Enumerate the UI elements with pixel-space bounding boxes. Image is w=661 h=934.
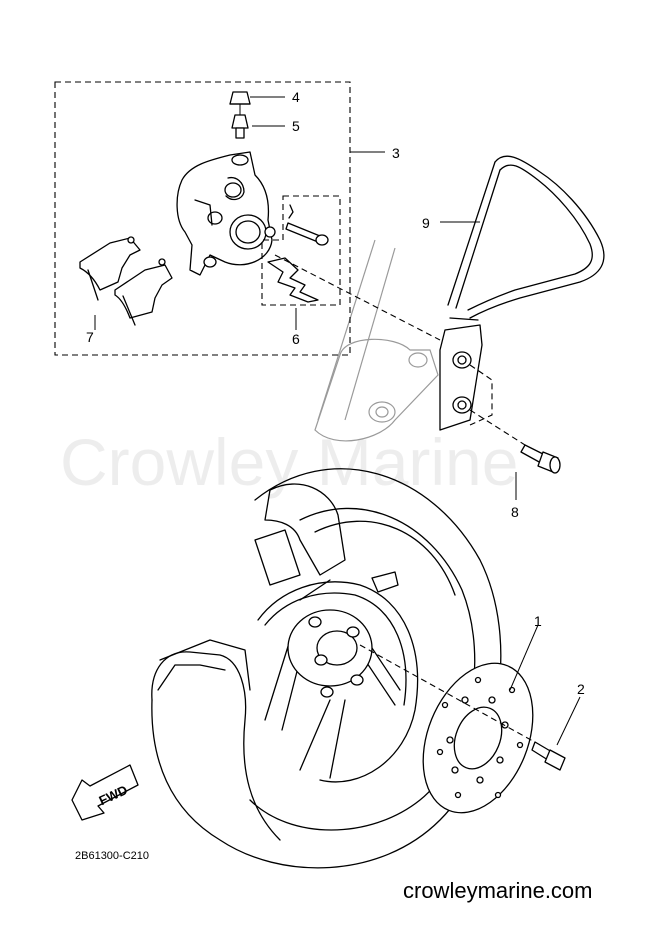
bracket-dash — [469, 364, 493, 426]
website-label: crowleymarine.com — [403, 878, 593, 903]
bleed-screw-cap — [229, 91, 251, 105]
disc-bolt — [531, 741, 566, 771]
brake-hose-guide — [439, 155, 605, 431]
pad-spring — [267, 257, 319, 303]
front-fork-leg — [314, 239, 439, 442]
forward-direction-arrow: FWD — [71, 764, 139, 821]
caliper-assembly-box — [54, 81, 351, 356]
brake-caliper — [176, 151, 276, 276]
callout-4: 4 — [292, 89, 300, 105]
front-wheel — [151, 468, 502, 869]
bracket-bolt — [520, 444, 561, 474]
brake-pads — [79, 236, 173, 326]
pad-pin-box — [261, 195, 341, 306]
diagram-code: 2B61300-C210 — [75, 850, 149, 862]
leader-lines — [94, 96, 581, 746]
callout-1: 1 — [534, 613, 542, 629]
callout-8: 8 — [511, 504, 519, 520]
callout-6: 6 — [292, 331, 300, 347]
brake-disc — [422, 662, 534, 814]
bleed-screw — [231, 114, 249, 139]
callout-2: 2 — [577, 681, 585, 697]
bolt-alignment-line — [469, 409, 526, 446]
callout-5: 5 — [292, 118, 300, 134]
pad-pin — [285, 204, 329, 246]
disc-alignment-line — [359, 644, 541, 746]
callout-3: 3 — [392, 145, 400, 161]
callout-7: 7 — [86, 329, 94, 345]
caliper-alignment-line — [274, 254, 441, 341]
callout-9: 9 — [422, 215, 430, 231]
watermark-text: Crowley Marine — [60, 425, 518, 499]
